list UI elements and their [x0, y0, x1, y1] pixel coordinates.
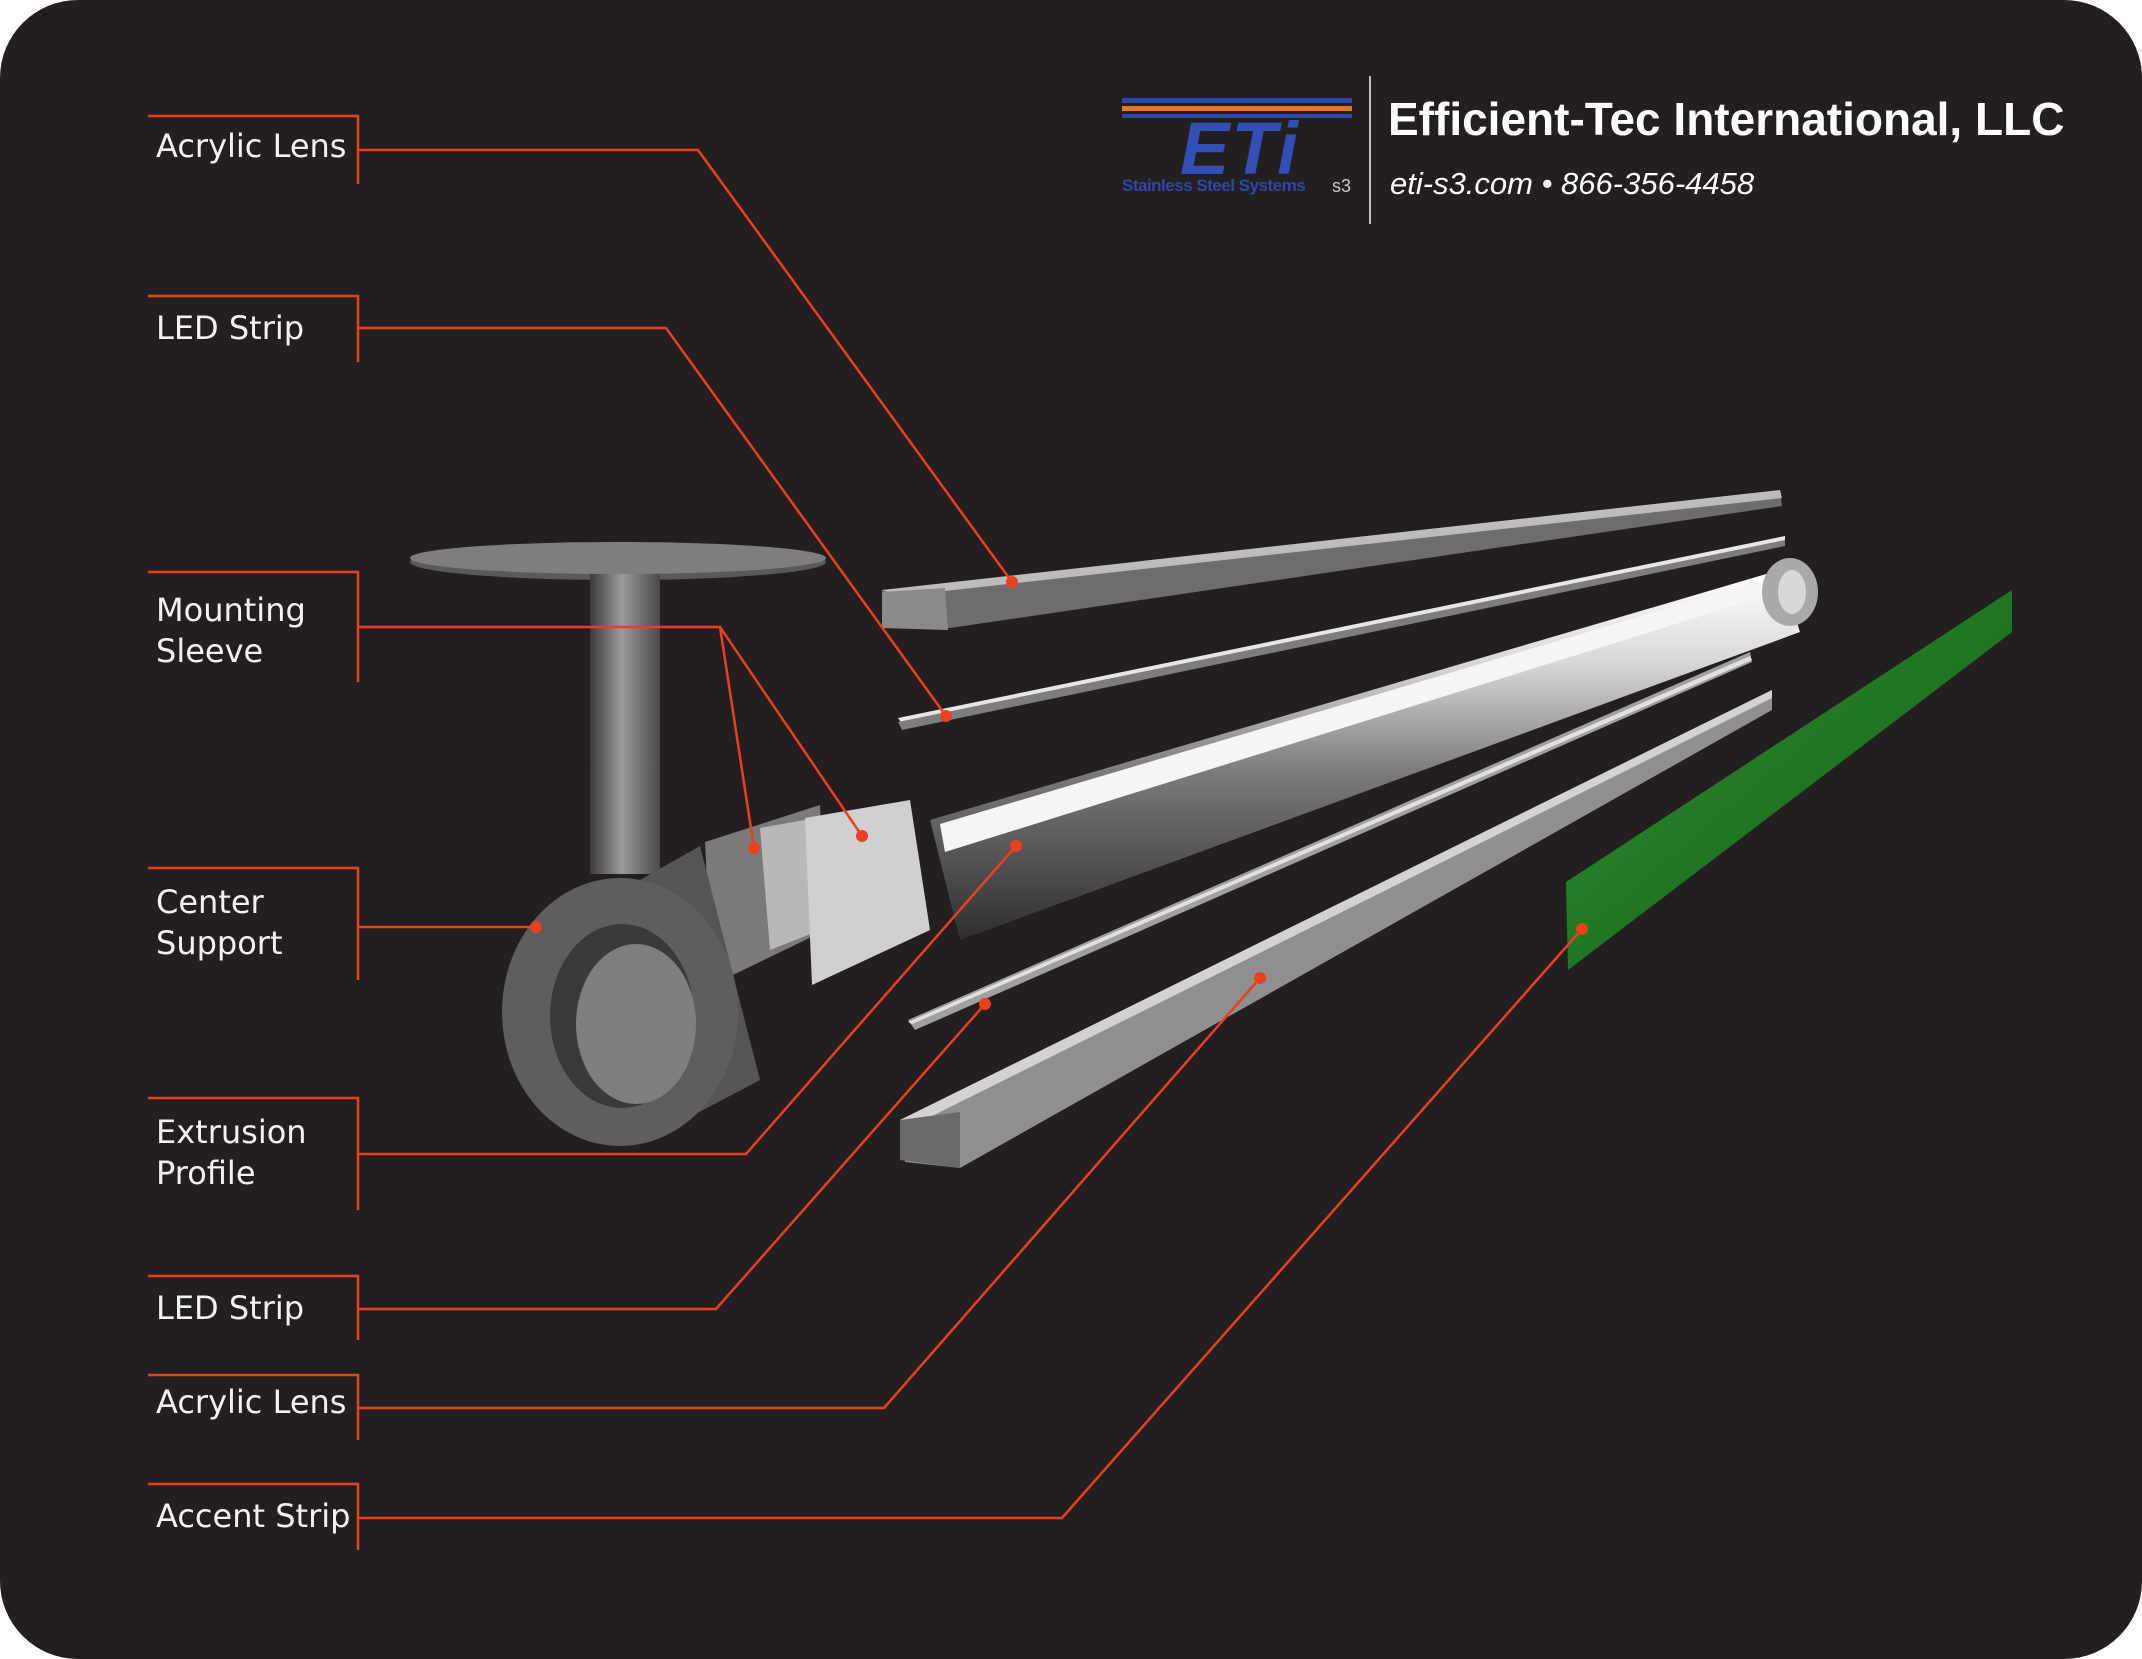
company-name: Efficient-Tec International, LLC	[1388, 93, 2065, 145]
logo-tagline: Stainless Steel Systems	[1122, 176, 1306, 195]
leader-lines	[148, 114, 1583, 1550]
label-led-strip-bottom: LED Strip	[156, 1289, 305, 1327]
dot-accent-strip	[1576, 923, 1588, 935]
leader-center-support	[148, 866, 536, 980]
label-acrylic-lens-bottom: Acrylic Lens	[156, 1383, 347, 1421]
logo-blue-stripe-2	[1122, 114, 1352, 118]
leader-acrylic-lens-top	[148, 114, 1014, 583]
dot-extrusion-profile	[1010, 840, 1022, 852]
label-center-support: Center Support	[156, 883, 283, 962]
logo-s3-mark: s3	[1332, 176, 1352, 196]
acrylic-lens-bottom-part	[900, 690, 1772, 1168]
led-strip-bottom-part	[908, 652, 1752, 1030]
mounting-sleeve-part	[410, 542, 930, 985]
dot-mounting-sleeve-a	[748, 842, 760, 854]
leader-acrylic-lens-bottom	[148, 977, 1261, 1440]
led-strip-top-part	[898, 536, 1785, 730]
logo-blue-stripe	[1122, 98, 1352, 103]
label-accent-strip: Accent Strip	[156, 1497, 351, 1535]
label-extrusion-profile: Extrusion Profile	[156, 1113, 307, 1192]
leader-extrusion-profile	[148, 845, 1017, 1210]
leader-mounting-sleeve	[148, 570, 864, 849]
logo-wordmark: ETi	[1180, 107, 1300, 190]
acrylic-lens-top-part	[882, 490, 1782, 630]
company-contact: eti-s3.com • 866-356-4458	[1390, 166, 1755, 201]
accent-strip-part	[1566, 590, 2012, 970]
label-led-strip-top: LED Strip	[156, 309, 305, 347]
logo-orange-stripe	[1122, 106, 1352, 111]
dot-mounting-sleeve-b	[856, 830, 868, 842]
leader-dots	[530, 576, 1588, 1010]
leader-led-strip-top	[148, 294, 948, 717]
leader-led-strip-bottom	[148, 1003, 986, 1340]
dot-acrylic-lens-bottom	[1254, 972, 1266, 984]
label-mounting-sleeve: Mounting Sleeve	[156, 591, 306, 670]
dot-center-support	[530, 921, 542, 933]
dot-led-strip-top	[940, 710, 952, 722]
label-acrylic-lens-top: Acrylic Lens	[156, 127, 347, 165]
leader-accent-strip	[148, 928, 1583, 1550]
eti-logo	[1122, 98, 1352, 118]
center-support-part	[502, 846, 760, 1146]
dot-led-strip-bottom	[979, 998, 991, 1010]
extrusion-tube-part	[930, 558, 1818, 940]
dot-acrylic-lens-top	[1006, 576, 1018, 588]
